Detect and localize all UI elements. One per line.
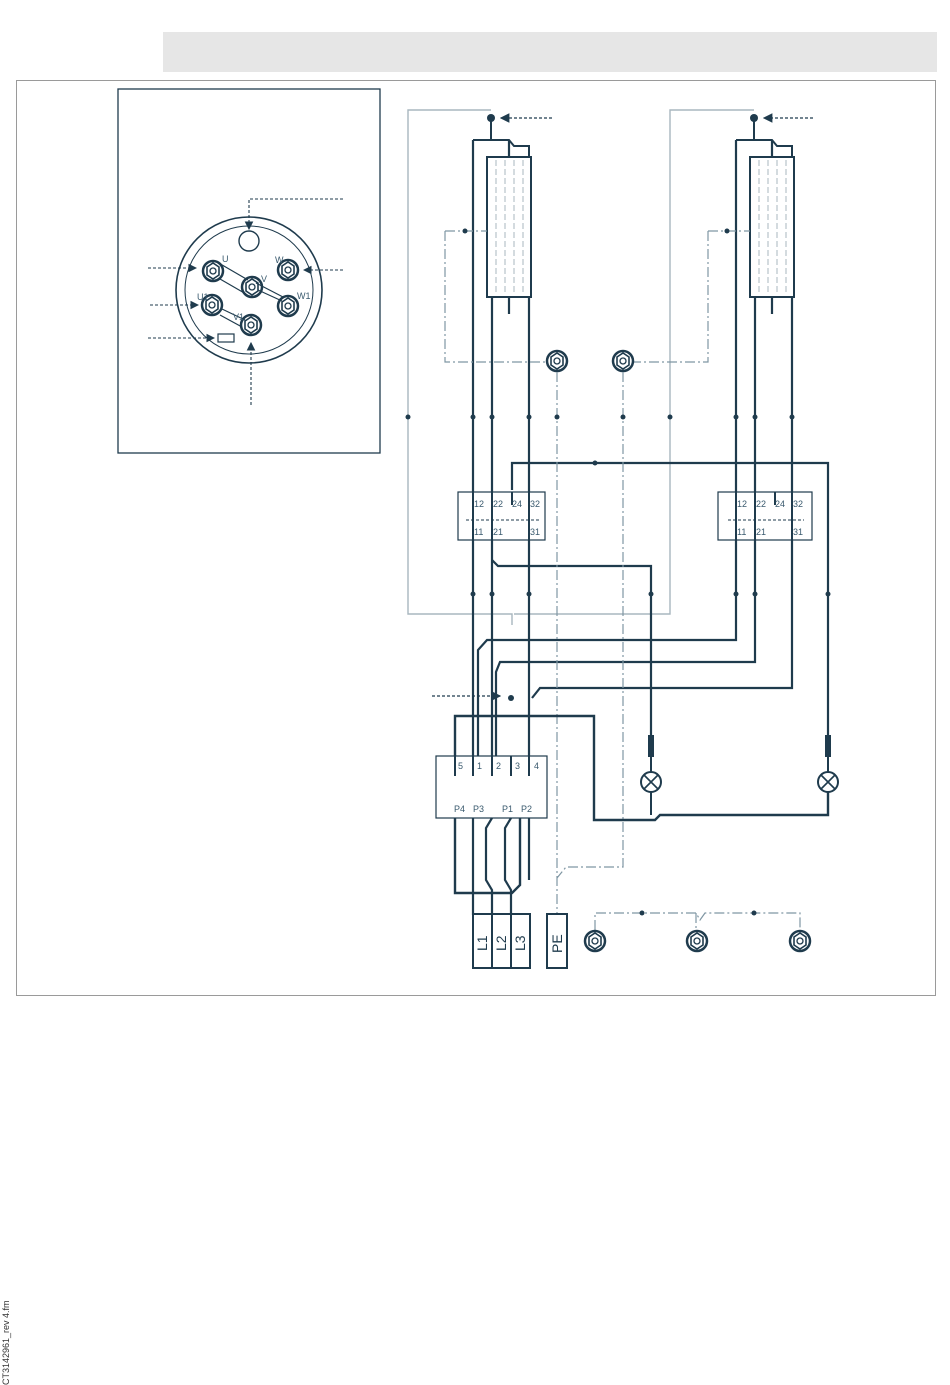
switch-left-term-32: 32 — [530, 499, 540, 509]
switch-right-term-12: 12 — [737, 499, 747, 509]
label-u1: U1 — [197, 292, 209, 302]
switch-left-term-12: 12 — [474, 499, 484, 509]
main-switch-term-p2: P2 — [521, 804, 532, 814]
switch-right-term-22: 22 — [756, 499, 766, 509]
heating-element-left — [445, 114, 555, 437]
supply-l2: L2 — [493, 935, 509, 951]
switch-right-term-32: 32 — [793, 499, 803, 509]
label-w: W — [275, 255, 284, 265]
supply-pe: PE — [549, 934, 565, 953]
earth-nut-left — [547, 351, 567, 371]
main-switch-term-2: 2 — [496, 761, 501, 771]
switch-right-term-24: 24 — [775, 499, 785, 509]
switch-right-term-11: 11 — [737, 527, 746, 537]
earth-nut-bottom-3 — [790, 931, 810, 951]
switch-right-term-31: 31 — [793, 527, 803, 537]
switch-left-term-31: 31 — [530, 527, 540, 537]
earth-nut-bottom-1 — [585, 931, 605, 951]
switch-left-term-21: 21 — [493, 527, 503, 537]
switch-right: 12 22 24 32 11 21 31 — [718, 492, 812, 540]
supply-l3: L3 — [512, 935, 528, 951]
switch-left: 12 22 24 32 11 21 31 — [458, 492, 545, 540]
label-v: V — [261, 274, 267, 284]
main-switch-term-4: 4 — [534, 761, 539, 771]
switch-right-term-21: 21 — [756, 527, 766, 537]
earth-bus-bottom — [595, 911, 800, 931]
label-v1: V1 — [233, 312, 244, 322]
junction-dots — [406, 415, 831, 702]
terminal-block-inset: U V W U1 V1 W1 — [118, 89, 380, 453]
main-switch-term-3: 3 — [515, 761, 520, 771]
main-switch-term-p4: P4 — [454, 804, 465, 814]
grey-loop-wiring — [408, 110, 754, 625]
label-u: U — [222, 254, 229, 264]
earth-nut-bottom-2 — [687, 931, 707, 951]
switch-left-term-11: 11 — [474, 527, 483, 537]
switch-left-term-24: 24 — [512, 499, 522, 509]
indicator-lamp-right — [818, 735, 838, 792]
earth-nut-right — [613, 351, 633, 371]
switch-left-term-22: 22 — [493, 499, 503, 509]
supply-l1: L1 — [474, 935, 490, 951]
terminal-nut-w1 — [278, 296, 298, 316]
label-w1: W1 — [297, 291, 311, 301]
main-switch-term-1: 1 — [477, 761, 482, 771]
main-switch-term-p3: P3 — [473, 804, 484, 814]
document-code: CT3142961_rev 4.fm — [1, 1285, 11, 1385]
supply-terminal-block: L1 L2 L3 PE — [473, 914, 567, 968]
main-switch-term-5: 5 — [458, 761, 463, 771]
heating-element-right — [625, 114, 813, 437]
main-switch-term-p1: P1 — [502, 804, 513, 814]
main-switch: 5 1 2 3 4 P4 P3 P1 P2 — [436, 716, 828, 915]
earth-wiring — [557, 372, 623, 915]
indicator-lamp-left — [641, 735, 661, 815]
main-wiring — [473, 437, 828, 760]
